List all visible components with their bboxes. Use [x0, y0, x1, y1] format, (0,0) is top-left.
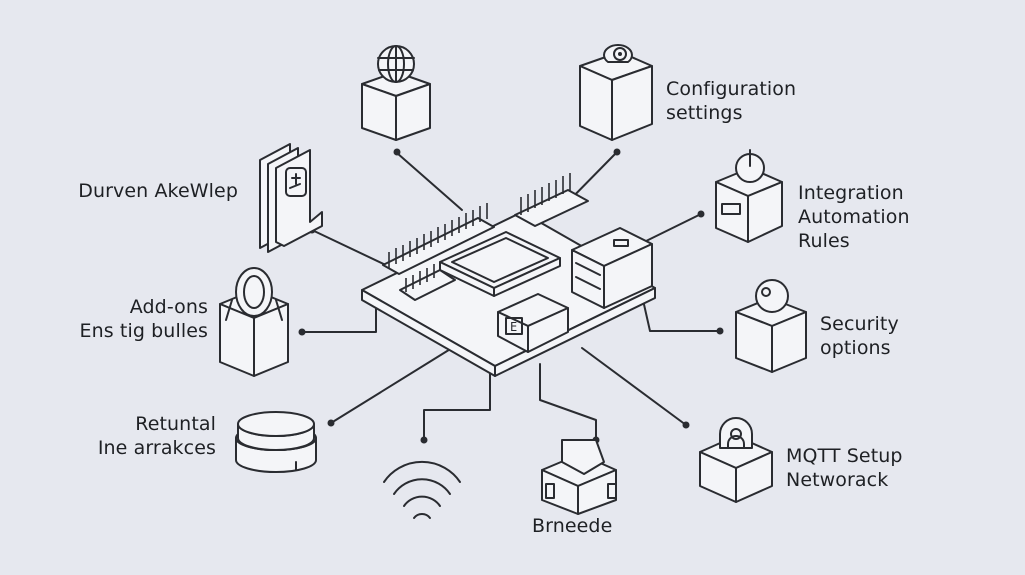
- gear-cube-icon: [579, 44, 653, 141]
- connector-security: [642, 299, 721, 332]
- connector-dot: [716, 327, 724, 335]
- node-label-configuration: Configuration settings: [666, 78, 797, 124]
- connector-durven: [311, 229, 393, 269]
- wifi-icon: [383, 460, 461, 519]
- connector-dot: [327, 419, 335, 427]
- svg-text:E: E: [510, 320, 517, 334]
- connector-dot: [697, 210, 705, 218]
- connector-brneede: [539, 363, 597, 441]
- connector-dot: [420, 436, 428, 444]
- connector-mqtt: [581, 347, 687, 426]
- connector-wifi: [423, 361, 491, 441]
- node-label-security: Security options: [820, 313, 899, 359]
- node-label-mqtt: MQTT Setup Networack: [786, 445, 903, 491]
- node-label-durven: Durven AkeWlep: [78, 180, 238, 202]
- node-label-brneede: Brneede: [532, 515, 613, 537]
- connector-addons: [301, 305, 377, 333]
- connector-integration: [639, 213, 702, 245]
- node-label-addons: Add-ons Ens tig bulles: [79, 296, 208, 342]
- sphere-cube-icon: [735, 279, 807, 373]
- power-cube-icon: [715, 149, 783, 243]
- disk-stack-icon: [235, 411, 317, 473]
- connector-dot: [682, 421, 690, 429]
- node-label-integration: Integration Automation Rules: [798, 182, 910, 252]
- globe-cube-icon: [361, 45, 431, 141]
- ring-cube-icon: [219, 267, 289, 377]
- lock-cube-icon: [699, 417, 773, 503]
- connector-dot: [613, 148, 621, 156]
- document-stack-icon: [259, 143, 323, 253]
- connector-globe: [396, 151, 463, 211]
- circuit-board-icon: E: [361, 173, 656, 377]
- connector-retuntal: [330, 347, 453, 424]
- module-box-icon: [541, 439, 617, 515]
- connector-dot: [393, 148, 401, 156]
- node-label-retuntal: Retuntal Ine arrakces: [97, 413, 216, 459]
- header-pins: [388, 173, 571, 292]
- connector-dot: [298, 328, 306, 336]
